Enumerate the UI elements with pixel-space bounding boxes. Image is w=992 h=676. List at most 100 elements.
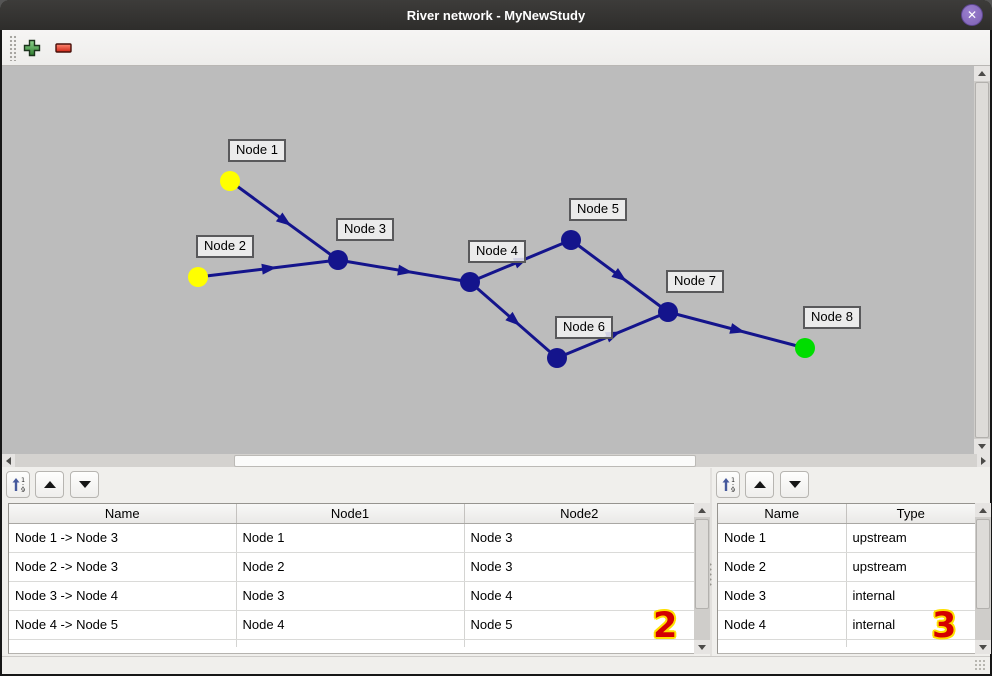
table-cell[interactable]: internal [846,610,975,640]
table-cell [718,639,847,647]
table-cell[interactable]: Node 2 [236,552,465,582]
add-button[interactable] [18,34,46,62]
edges-table-scrollbar[interactable] [694,503,710,654]
move-edge-up-button[interactable] [35,471,64,498]
scroll-right-button[interactable] [977,454,990,468]
close-button[interactable]: ✕ [961,4,983,26]
annotation-3: 3 [932,606,957,646]
node-label: Node 2 [196,235,254,258]
table-cell [236,639,465,647]
column-header[interactable]: Node1 [236,504,465,524]
table-cell[interactable]: Node 4 [718,610,847,640]
resize-grip[interactable] [974,659,986,671]
flow-arrow-icon [261,263,277,275]
up-triangle-icon [753,481,766,488]
node-label: Node 4 [468,240,526,263]
table-cell[interactable]: Node 4 -> Node 5 [9,610,237,640]
flow-arrow-icon [505,311,521,326]
table-cell[interactable]: Node 3 [236,581,465,611]
table-cell[interactable]: Node 3 [464,552,694,582]
column-header[interactable]: Name [718,504,847,524]
scrollbar-thumb[interactable] [976,519,990,609]
column-header[interactable]: Node2 [464,504,694,524]
river-node[interactable] [220,171,240,191]
river-node[interactable] [547,348,567,368]
table-cell[interactable]: upstream [846,552,975,582]
scroll-up-button[interactable] [694,503,710,517]
svg-text:1: 1 [21,476,25,484]
table-cell[interactable]: upstream [846,523,975,553]
annotation-2: 2 [653,606,678,646]
panel-splitter-handle[interactable] [708,562,713,588]
main-toolbar [2,30,990,66]
table-cell [846,639,975,647]
river-node[interactable] [460,272,480,292]
table-cell[interactable]: Node 3 [718,581,847,611]
river-node[interactable] [328,250,348,270]
scrollbar-thumb[interactable] [234,455,696,467]
table-cell[interactable]: Node 5 [464,610,694,640]
column-header[interactable]: Name [9,504,237,524]
arrow-up-icon [698,507,706,513]
scrollbar-thumb[interactable] [695,519,709,609]
flow-arrow-icon [397,264,413,276]
node-label: Node 1 [228,139,286,162]
node-label: Node 5 [569,198,627,221]
node-label: Node 6 [555,316,613,339]
table-cell[interactable]: Node 1 [236,523,465,553]
river-node[interactable] [795,338,815,358]
river-node[interactable] [188,267,208,287]
column-header[interactable]: Type [846,504,975,524]
river-node[interactable] [658,302,678,322]
move-edge-down-button[interactable] [70,471,99,498]
node-label: Node 3 [336,218,394,241]
canvas-horizontal-scrollbar[interactable] [2,454,990,468]
table-cell[interactable]: Node 4 [464,581,694,611]
titlebar[interactable]: River network - MyNewStudy ✕ [0,0,992,30]
move-node-up-button[interactable] [745,471,774,498]
scroll-down-button[interactable] [974,439,990,454]
down-triangle-icon [788,481,801,488]
river-network-canvas[interactable]: Node 1 Node 2 Node 3 Node 4 Node 5 Node 6 Node… [2,66,974,454]
sort-edges-button[interactable]: 1 9 [6,471,30,498]
table-row-partial [9,639,694,647]
remove-button[interactable] [50,34,78,62]
flow-arrow-icon [275,212,292,226]
scroll-down-button[interactable] [975,640,991,654]
move-node-down-button[interactable] [780,471,809,498]
table-cell[interactable]: Node 1 [718,523,847,553]
scrollbar-thumb[interactable] [975,82,989,438]
table-cell[interactable]: Node 4 [236,610,465,640]
table-cell [464,639,694,647]
scroll-up-button[interactable] [974,66,990,81]
scroll-left-button[interactable] [2,454,15,468]
scroll-up-button[interactable] [975,503,991,517]
sort-nodes-button[interactable]: 1 9 [716,471,740,498]
arrow-down-icon [979,644,987,650]
nodes-table-scrollbar[interactable] [975,503,991,654]
table-cell[interactable]: Node 1 -> Node 3 [9,523,237,553]
up-triangle-icon [43,481,56,488]
table-cell[interactable]: Node 3 [464,523,694,553]
canvas-vertical-scrollbar[interactable] [974,66,990,454]
toolbar-drag-handle[interactable] [9,35,16,61]
window-title: River network - MyNewStudy [406,7,586,23]
table-cell[interactable]: internal [846,581,975,611]
table-cell[interactable]: Node 2 -> Node 3 [9,552,237,582]
node-label: Node 7 [666,270,724,293]
svg-text:9: 9 [731,486,735,493]
scroll-down-button[interactable] [694,640,710,654]
table-cell[interactable]: Node 3 -> Node 4 [9,581,237,611]
river-node[interactable] [561,230,581,250]
table-cell[interactable]: Node 2 [718,552,847,582]
table-row-partial [718,639,975,647]
